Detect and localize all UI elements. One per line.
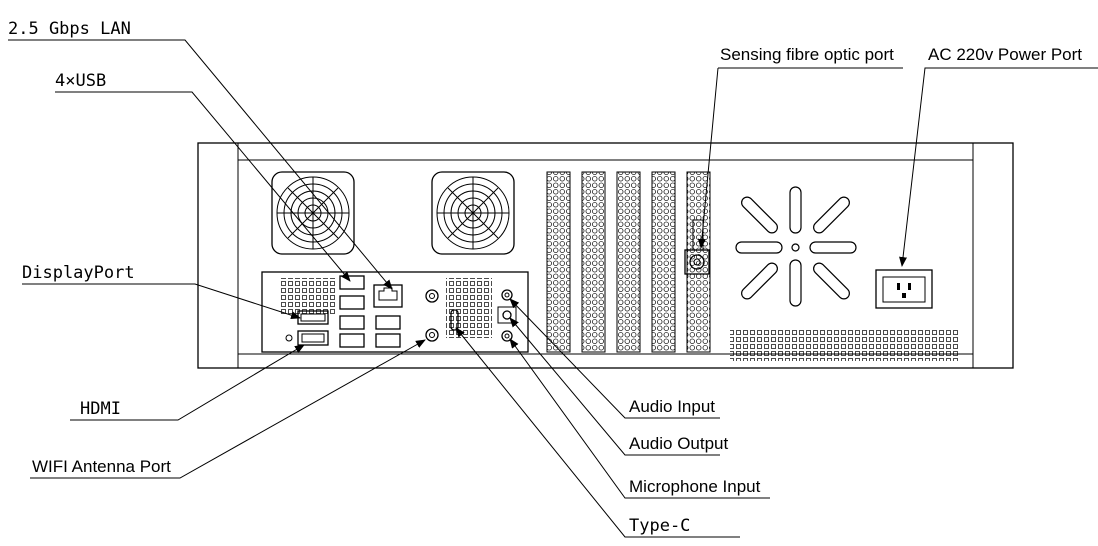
usb-ports [339, 275, 401, 348]
leader-lines [8, 39, 1098, 538]
fibre-connector [684, 219, 710, 275]
label-displayport: DisplayPort [22, 263, 135, 283]
fan-left [271, 171, 355, 255]
audio-jacks [497, 289, 517, 342]
psu-vent [735, 186, 857, 307]
label-wifi: WIFI Antenna Port [32, 457, 171, 476]
label-usb: 4×USB [55, 71, 106, 91]
label-sensing-fibre: Sensing fibre optic port [720, 45, 894, 64]
bottom-vent [730, 329, 960, 361]
label-lan: 2.5 Gbps LAN [8, 19, 131, 39]
label-microphone: Microphone Input [629, 477, 761, 496]
label-typec: Type-C [629, 516, 690, 536]
label-audio-output: Audio Output [629, 434, 729, 453]
label-power: AC 220v Power Port [928, 45, 1082, 64]
fan-right [431, 171, 515, 255]
label-audio-input: Audio Input [629, 397, 715, 416]
power-inlet [875, 269, 933, 309]
typec-port [450, 309, 459, 331]
label-hdmi: HDMI [80, 399, 121, 419]
io-shield [261, 271, 529, 353]
antenna-connectors [425, 289, 439, 342]
hdmi-connector [285, 330, 329, 346]
lan-port [373, 284, 403, 308]
